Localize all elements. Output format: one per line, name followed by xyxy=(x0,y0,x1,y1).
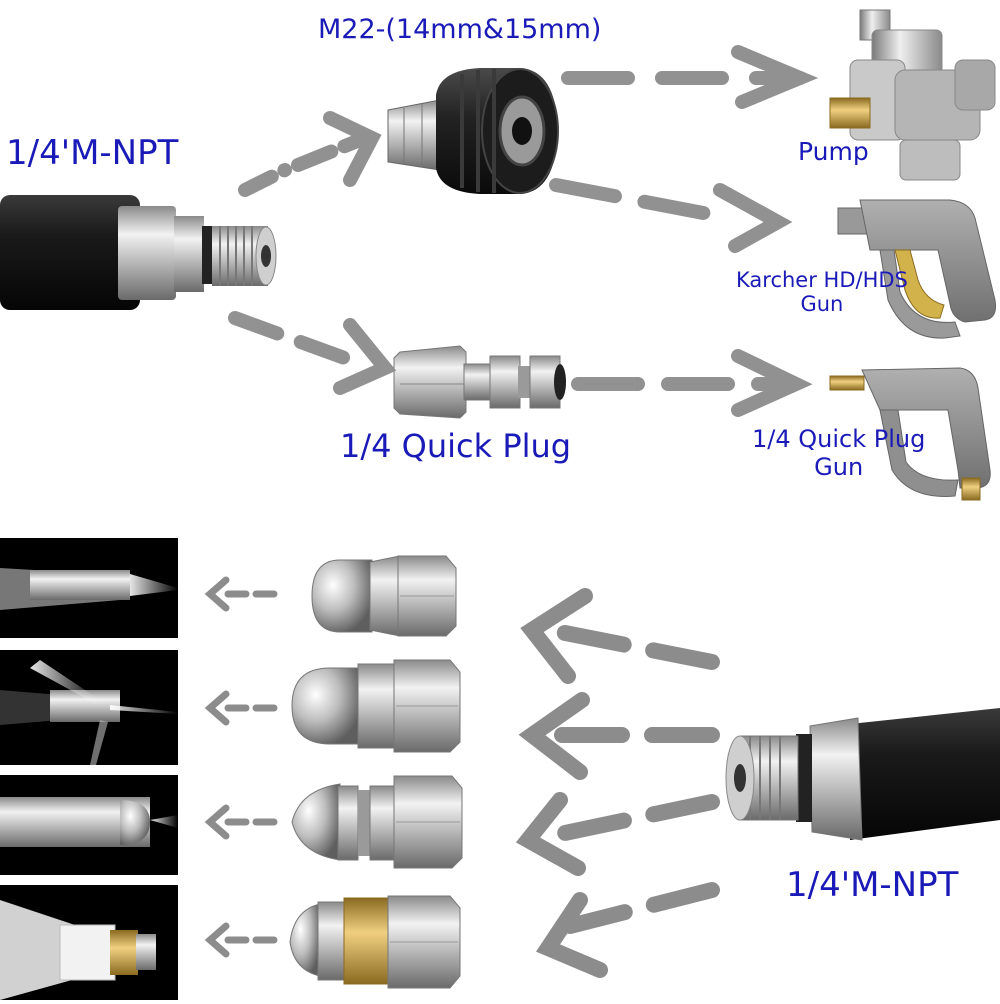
quick-plug-gun-label-line1: 1/4 Quick Plug xyxy=(752,425,926,453)
nozzle-4-icon xyxy=(289,895,461,989)
hose-to-nozzle-arrows xyxy=(515,588,720,978)
quick-plug-adapter-icon xyxy=(393,345,566,419)
top-hose-label: 1/4'M-NPT xyxy=(6,133,179,173)
top-arrows xyxy=(228,45,819,417)
quick-plug-gun-label: 1/4 Quick Plug Gun xyxy=(752,425,926,481)
nozzle-2-icon xyxy=(291,659,461,753)
quick-plug-gun-label-line2: Gun xyxy=(814,452,864,481)
nozzle-3-icon xyxy=(291,775,463,869)
photo-panel-spray-4 xyxy=(0,885,178,1000)
photo-panel-spray-2 xyxy=(0,650,178,765)
pump-icon xyxy=(829,9,996,181)
karcher-gun-label: Karcher HD/HDS Gun xyxy=(736,268,908,316)
photo-panel-spray-1 xyxy=(0,538,178,638)
nozzle-1-icon xyxy=(311,555,457,637)
top-hose-fitting xyxy=(0,195,277,310)
m22-coupler-icon xyxy=(387,68,559,194)
karcher-gun-label-line1: Karcher HD/HDS xyxy=(736,268,908,292)
bottom-hose-label: 1/4'M-NPT xyxy=(786,865,959,905)
m22-adapter-label: M22-(14mm&15mm) xyxy=(318,14,602,45)
quick-plug-spray-gun-icon xyxy=(829,367,991,501)
photo-panel-spray-3 xyxy=(0,775,178,875)
pump-label: Pump xyxy=(798,137,869,166)
quick-plug-label: 1/4 Quick Plug xyxy=(340,427,572,465)
bottom-hose-fitting xyxy=(725,708,1000,841)
karcher-gun-label-line2: Gun xyxy=(800,292,844,317)
karcher-spray-gun-icon xyxy=(837,199,996,339)
nozzle-to-photo-arrows xyxy=(204,576,280,958)
